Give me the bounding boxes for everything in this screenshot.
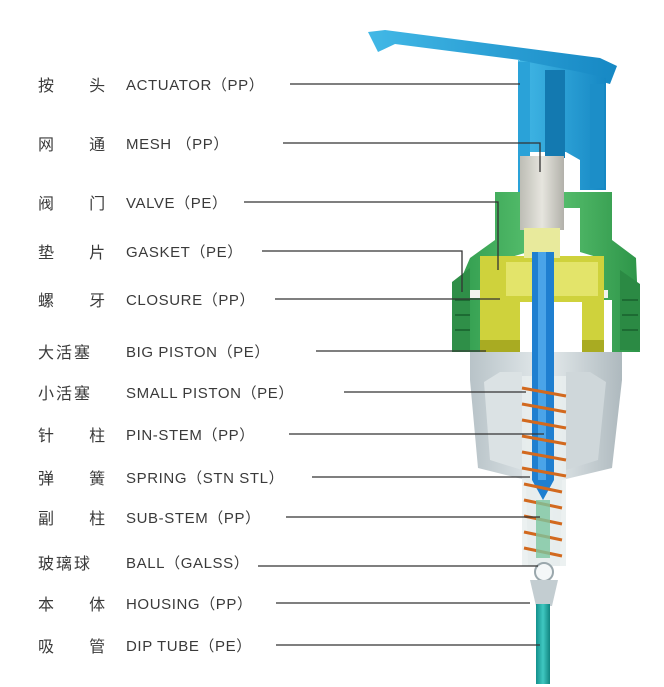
label-small-piston: 小活塞 SMALL PISTON（PE） xyxy=(38,380,294,404)
dip-tube-part xyxy=(536,604,550,684)
label-en: MESH （PP） xyxy=(126,135,229,153)
leader-valve xyxy=(244,201,499,270)
label-cn: 针 柱 xyxy=(38,426,121,445)
label-en: SUB-STEM（PP） xyxy=(126,509,261,527)
label-closure: 螺 牙 CLOSURE（PP） xyxy=(38,287,255,311)
label-en: PIN-STEM（PP） xyxy=(126,426,255,444)
mesh-part xyxy=(520,156,564,230)
label-big-piston: 大活塞 BIG PISTON（PE） xyxy=(38,339,270,363)
label-cn: 玻璃球 xyxy=(38,554,93,573)
label-gasket: 垫 片 GASKET（PE） xyxy=(38,239,243,263)
label-actuator: 按 头 ACTUATOR（PP） xyxy=(38,72,264,96)
label-sub-stem: 副 柱 SUB-STEM（PP） xyxy=(38,505,261,529)
label-en: CLOSURE（PP） xyxy=(126,291,256,309)
label-en: DIP TUBE（PE） xyxy=(126,637,252,655)
label-ball: 玻璃球 BALL（GALSS） xyxy=(38,550,249,574)
label-en: GASKET（PE） xyxy=(126,243,243,261)
closure-part xyxy=(452,192,640,352)
label-cn: 按 头 xyxy=(38,76,121,95)
pin-stem-part xyxy=(532,252,554,500)
label-cn: 阀 门 xyxy=(38,194,121,213)
label-cn: 垫 片 xyxy=(38,243,121,262)
leader-mesh xyxy=(283,142,541,172)
label-mesh: 网 通 MESH （PP） xyxy=(38,131,229,155)
label-dip-tube: 吸 管 DIP TUBE（PE） xyxy=(38,633,252,657)
label-en: BALL（GALSS） xyxy=(126,554,250,572)
label-en: SPRING（STN STL） xyxy=(126,469,285,487)
label-pin-stem: 针 柱 PIN-STEM（PP） xyxy=(38,422,255,446)
label-en: BIG PISTON（PE） xyxy=(126,343,270,361)
label-en: HOUSING（PP） xyxy=(126,595,253,613)
leader-lines xyxy=(244,83,544,646)
label-spring: 弹 簧 SPRING（STN STL） xyxy=(38,465,284,489)
label-cn: 大活塞 xyxy=(38,343,93,362)
leader-gasket xyxy=(262,250,463,292)
label-valve: 阀 门 VALVE（PE） xyxy=(38,190,228,214)
sub-stem-part xyxy=(536,500,550,558)
housing-tail xyxy=(530,580,558,606)
label-en: SMALL PISTON（PE） xyxy=(126,384,294,402)
label-housing: 本 体 HOUSING（PP） xyxy=(38,591,253,615)
label-cn: 小活塞 xyxy=(38,384,93,403)
actuator-part xyxy=(368,30,617,192)
label-en: VALVE（PE） xyxy=(126,194,228,212)
label-cn: 螺 牙 xyxy=(38,291,121,310)
label-en: ACTUATOR（PP） xyxy=(126,76,265,94)
label-cn: 网 通 xyxy=(38,135,121,154)
label-cn: 本 体 xyxy=(38,595,121,614)
label-cn: 吸 管 xyxy=(38,637,121,656)
label-cn: 弹 簧 xyxy=(38,469,121,488)
label-cn: 副 柱 xyxy=(38,509,121,528)
